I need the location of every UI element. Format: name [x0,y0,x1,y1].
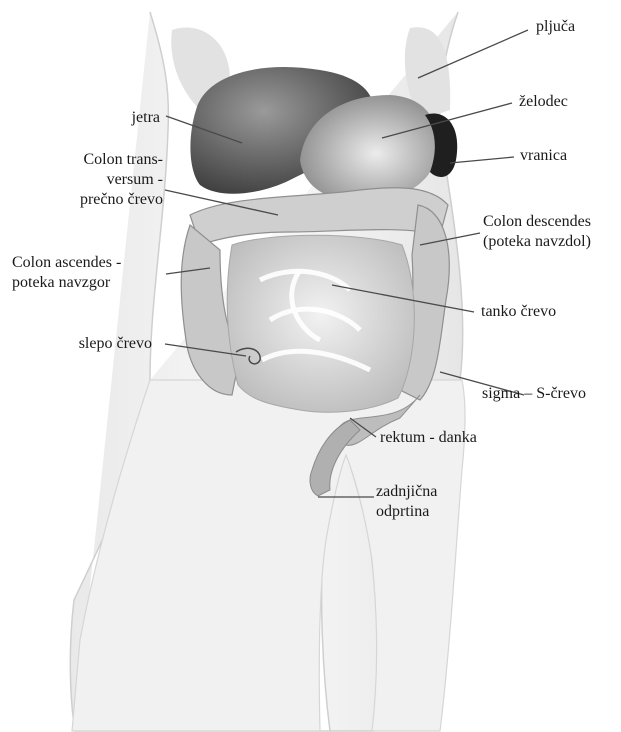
label-colon-descendes: Colon descendes (poteka navzdol) [483,212,591,252]
label-slepo-crevo: slepo črevo [79,334,152,354]
label-sigma: sigma – S-črevo [482,384,586,404]
label-rektum: rektum - danka [380,428,477,448]
label-zadnjicna-odprtina: zadnjična odprtina [376,482,437,522]
label-tanko-crevo: tanko črevo [481,302,556,322]
label-zelodec: želodec [519,92,568,112]
label-jetra: jetra [132,108,160,128]
label-vranica: vranica [520,146,567,166]
leader-vranica [450,157,514,163]
small-intestine [227,235,414,412]
label-colon-ascendes: Colon ascendes - poteka navzgor [12,253,121,293]
label-colon-transversum: Colon trans- versum - prečno črevo [80,150,163,210]
label-pljuca: pljuča [536,17,575,37]
